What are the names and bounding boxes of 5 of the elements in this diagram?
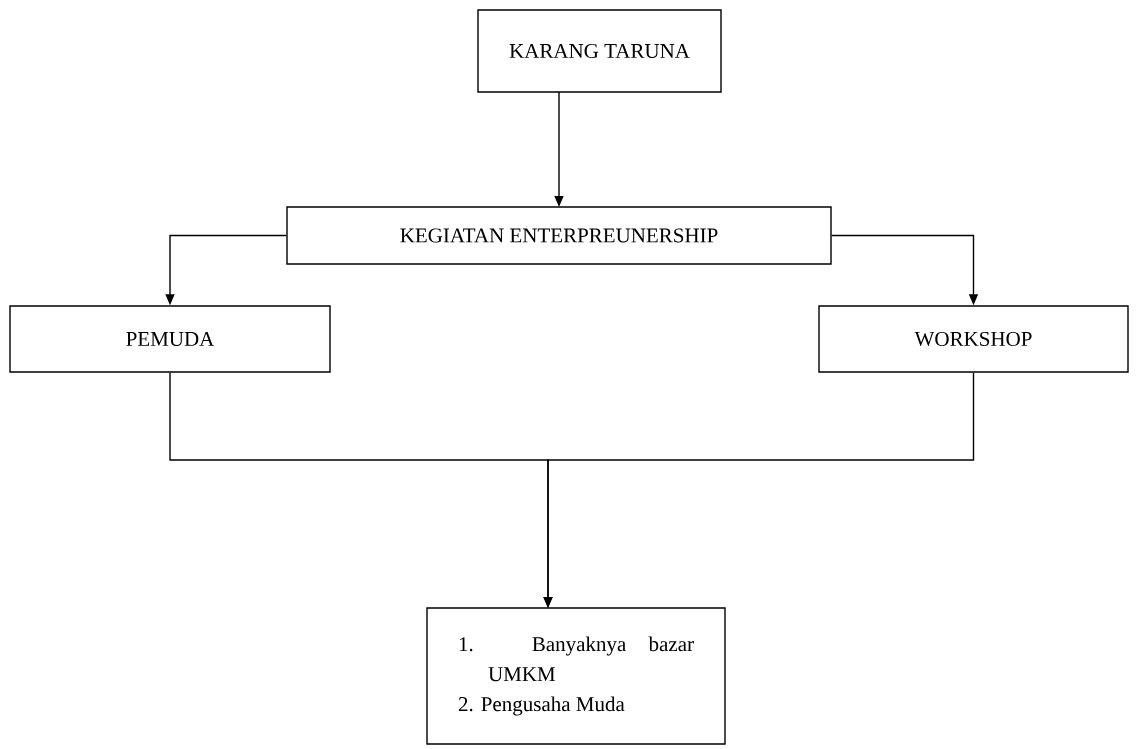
- process-box: PEMUDA: [9, 305, 331, 373]
- process-box: WORKSHOP: [818, 305, 1129, 373]
- list-box: 1. Banyaknya bazar UMKM 2. Pengusaha Muda: [426, 607, 726, 745]
- process-box: KEGIATAN ENTERPREUNERSHIP: [286, 206, 832, 265]
- process-box: KARANG TARUNA: [477, 9, 722, 93]
